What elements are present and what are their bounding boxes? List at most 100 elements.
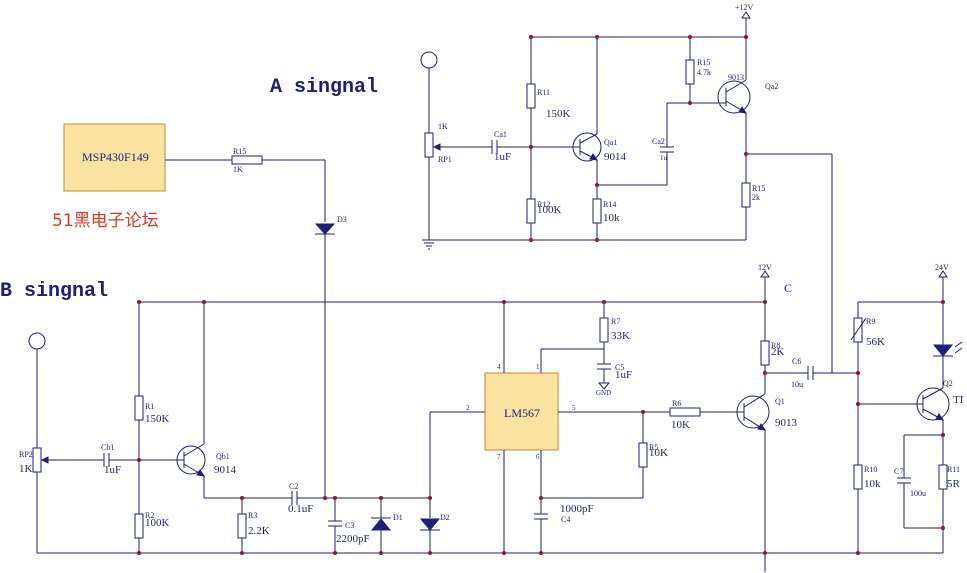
r2-b-value: 100K xyxy=(145,517,170,529)
diode-d3: D3 xyxy=(314,215,347,498)
supply-12v-top-arrow xyxy=(741,11,751,19)
c4-value: 1000pF xyxy=(560,503,594,515)
lm567-pin6: 6 xyxy=(536,453,540,461)
ground-symbol-a xyxy=(422,239,436,250)
ca1-value: 1uF xyxy=(494,151,511,163)
r15-a-top-value: 4.7k xyxy=(697,68,711,77)
resistor-r8-b: R8 2K xyxy=(760,277,785,373)
capacitor-ca2: Ca2 1u xyxy=(597,102,720,186)
resistor-r11-b: R11 5R xyxy=(938,464,961,553)
lm567-pin1: 1 xyxy=(536,363,540,371)
transistor-qb1: Qb1 9014 xyxy=(176,302,237,498)
resistor-r15-a-top: R15 4.7k xyxy=(685,37,711,103)
r5-b-value: 10K xyxy=(649,447,668,459)
capacitor-c7: C7 100u xyxy=(894,467,926,528)
resistor-r14-a: R14 10k xyxy=(592,198,620,240)
c3-ref: C3 xyxy=(345,521,354,530)
c4-ref: C4 xyxy=(561,515,570,524)
r11-b-value: 5R xyxy=(947,478,961,490)
rp1-value: 1K xyxy=(438,122,448,131)
r11-b-ref: R11 xyxy=(947,465,960,474)
forum-watermark: 51黑电子论坛 xyxy=(52,211,159,231)
d3-ref: D3 xyxy=(337,215,347,224)
c5-value: 1uF xyxy=(615,369,632,381)
r6-b-value: 10K xyxy=(671,419,690,431)
c3-value: 2200pF xyxy=(336,533,370,545)
r12-a-ref: R12 xyxy=(537,200,550,209)
transistor-q2: Q2 TI xyxy=(858,379,964,465)
r1-b-value: 150K xyxy=(145,413,170,425)
resistor-r2-b: R2 100K xyxy=(134,511,170,553)
qb1-ref: Qb1 xyxy=(216,452,230,461)
r14-a-ref: R14 xyxy=(603,200,616,209)
r3-b-value: 2.2K xyxy=(248,525,270,537)
b-signal-title: B singnal xyxy=(0,280,108,303)
r15-a-bottom-ref: R15 xyxy=(752,184,765,193)
lm567-pin4: 4 xyxy=(497,363,501,371)
qa1-ref: Qa1 xyxy=(604,138,617,147)
ca2-value: 1u xyxy=(660,154,668,162)
resistor-r10-b: R10 10k xyxy=(853,464,881,490)
r6-b-ref: R6 xyxy=(672,399,681,408)
gnd-label: GND xyxy=(596,389,611,397)
resistor-r9-b: R9 56K xyxy=(850,302,885,553)
qa2-ref: Qa2 xyxy=(765,82,778,91)
c6-ref: C6 xyxy=(792,357,801,366)
d2-ref: D2 xyxy=(440,513,450,522)
lm567-pin2: 2 xyxy=(466,404,470,412)
resistor-r6-b: R6 10K xyxy=(669,399,737,431)
ca1-ref: Ca1 xyxy=(494,130,507,139)
transistor-q1: Q1 9013 xyxy=(736,373,798,572)
resistor-r3-b: R3 2.2K xyxy=(237,498,270,553)
mcu-label: MSP430F149 xyxy=(82,150,149,164)
resistor-r1-b: R1 150K xyxy=(134,302,170,514)
r15-a-bottom-value: 2k xyxy=(752,193,760,202)
transistor-qa2: 9013 Qa2 xyxy=(717,37,778,183)
r8-b-ref: R8 xyxy=(771,341,780,350)
capacitor-c6: C6 10u xyxy=(765,357,858,389)
r3-b-ref: R3 xyxy=(248,511,257,520)
q2-ref: Q2 xyxy=(943,379,953,388)
r7-b-ref: R7 xyxy=(611,317,620,326)
capacitor-cb1: Cb1 1uF xyxy=(101,443,176,476)
potentiometer-rp2: RP2 1K xyxy=(19,447,104,553)
qb1-value: 9014 xyxy=(214,464,237,476)
mcu-block: MSP430F149 xyxy=(63,123,166,192)
resistor-r12-a: R12 100K xyxy=(526,198,562,240)
resistor-r15-a-bottom: R15 2k xyxy=(741,182,765,240)
q1-value: 9013 xyxy=(775,417,798,429)
r5-b-ref: R5 xyxy=(649,443,658,452)
r11-a-ref: R11 xyxy=(537,88,550,97)
input-terminal-a[interactable] xyxy=(420,51,438,133)
q2-value: TI xyxy=(953,394,964,406)
rp1-ref: RP1 xyxy=(438,155,452,164)
capacitor-c4: C4 1000pF xyxy=(534,450,594,553)
rp2-value: 1K xyxy=(19,463,33,475)
d1-ref: D1 xyxy=(393,513,403,522)
lm567-label: LM567 xyxy=(504,406,540,420)
capacitor-c5: C5 1uF GND xyxy=(596,363,632,397)
capacitor-c3: C3 2200pF xyxy=(328,498,370,553)
transistor-qa1: Qa1 9014 xyxy=(572,37,627,199)
ca2-ref: Ca2 xyxy=(652,137,665,146)
resistor-r7-b: R7 33K xyxy=(599,302,630,364)
c2-ref: C2 xyxy=(289,482,298,491)
lm567-pin7: 7 xyxy=(497,453,501,461)
resistor-r15-b: R15 1K xyxy=(165,147,326,222)
c6-value: 10u xyxy=(791,380,803,389)
r15-a-top-ref: R15 xyxy=(697,58,710,67)
c7-ref: C7 xyxy=(894,467,903,476)
r15-b-value: 1K xyxy=(233,165,243,174)
c5-ref: C5 xyxy=(615,363,624,372)
input-terminal-b[interactable] xyxy=(28,332,46,448)
cb1-ref: Cb1 xyxy=(101,443,114,452)
r12-a-value: 100K xyxy=(537,204,562,216)
r8-b-value: 2K xyxy=(771,346,785,358)
diode-d2: D2 xyxy=(419,412,450,553)
qa2-value: 9013 xyxy=(728,73,744,82)
ic-lm567: LM567 2 4 1 5 7 6 xyxy=(466,363,576,461)
r14-a-value: 10k xyxy=(603,212,620,224)
cb1-value: 1uF xyxy=(104,464,121,476)
r7-b-value: 33K xyxy=(611,330,630,342)
r10-b-value: 10k xyxy=(864,478,881,490)
